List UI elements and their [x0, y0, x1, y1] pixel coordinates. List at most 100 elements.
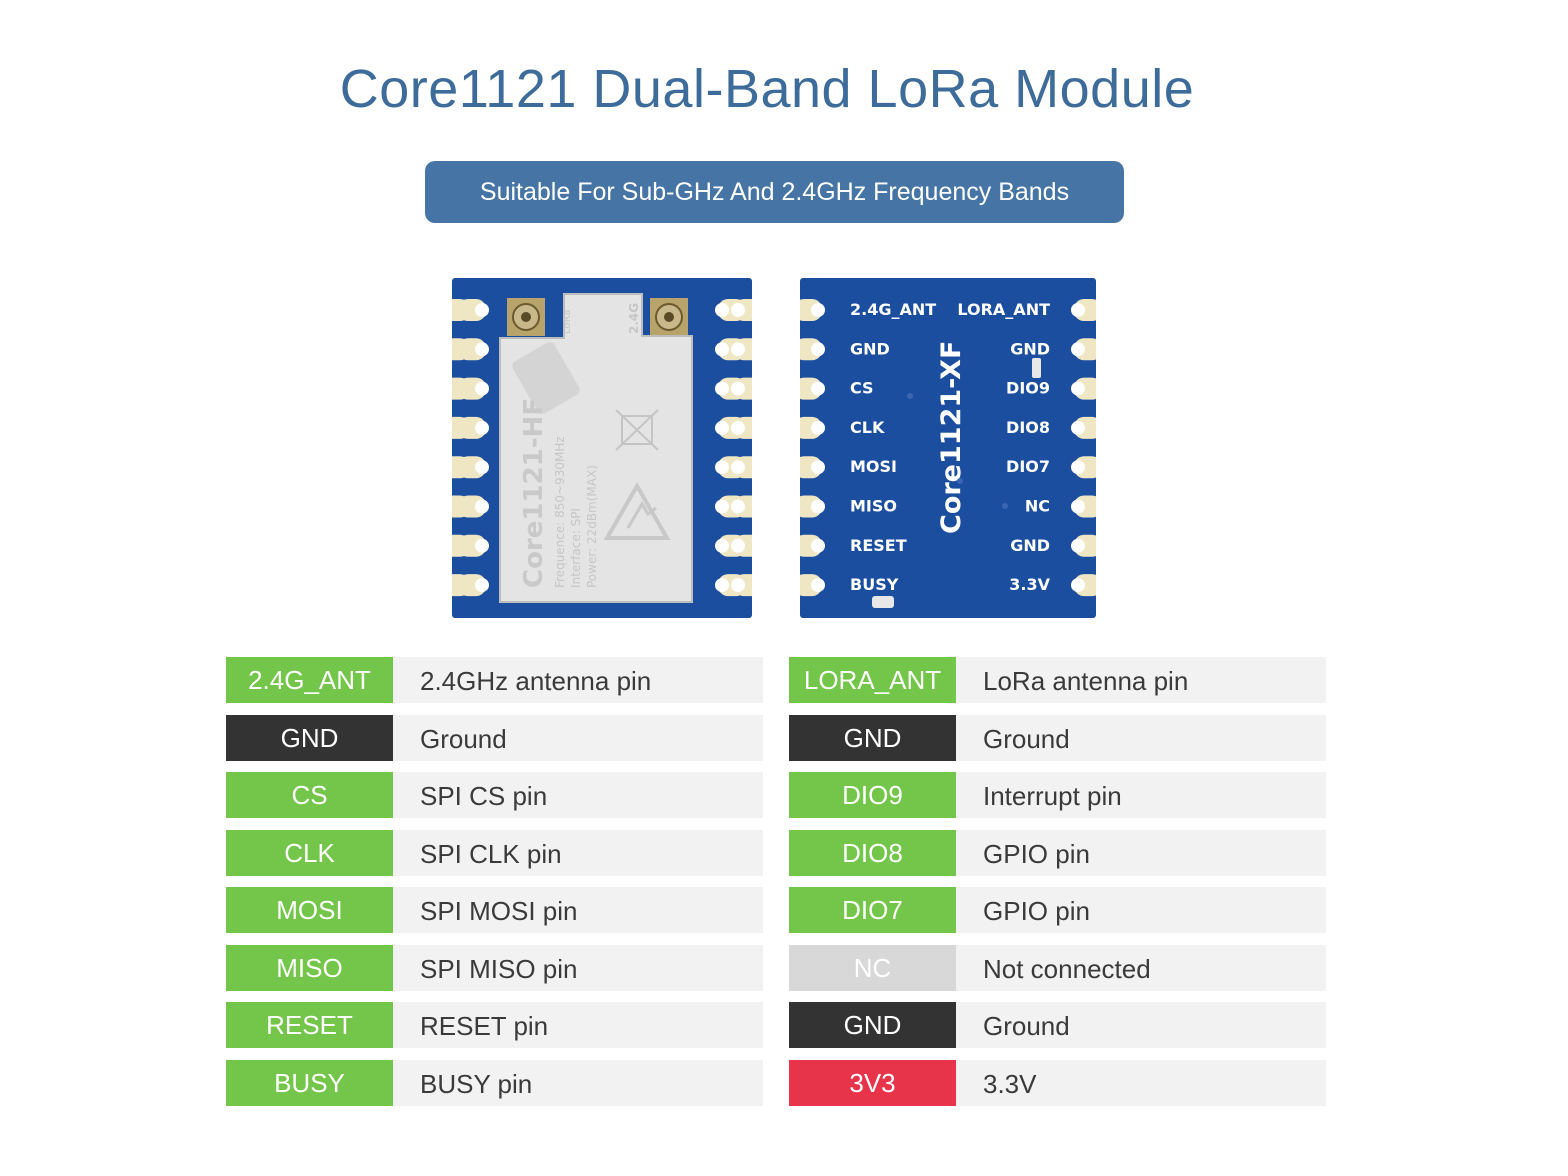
back-pin-label: CLK [850, 418, 885, 437]
antenna-connector-24g [650, 298, 688, 336]
pad-hole [1071, 420, 1085, 435]
pad-hole [475, 538, 489, 553]
pad-hole [1071, 381, 1085, 396]
pad-hole [715, 420, 729, 435]
pad-hole [475, 460, 489, 475]
pad-hole [475, 342, 489, 357]
back-pin-label: GND [1010, 339, 1050, 358]
pin-name-cell: GND [789, 714, 956, 761]
back-smd-pad [1032, 358, 1041, 378]
pad-hole [811, 460, 825, 475]
pin-name-cell: MISO [226, 944, 393, 991]
pad-hole [811, 499, 825, 514]
pad-hole [715, 538, 729, 553]
weee-bin-icon [615, 409, 659, 451]
pad-hole [475, 420, 489, 435]
front-24g-ant-text: 2.4G [627, 303, 641, 334]
pin-name-cell: GND [226, 714, 393, 761]
pad-hole [811, 342, 825, 357]
pad-hole [715, 460, 729, 475]
back-pin-label: CS [850, 379, 874, 398]
pin-name-cell: 2.4G_ANT [226, 657, 393, 703]
back-pin-label: GND [850, 339, 890, 358]
pad-hole [1071, 303, 1085, 317]
pin-description-cell: Ground [393, 714, 763, 761]
pad-hole [731, 538, 745, 553]
page-title: Core1121 Dual-Band LoRa Module [339, 59, 1195, 119]
front-castellated-pads [452, 299, 752, 597]
pin-name-cell: DIO9 [789, 772, 956, 818]
pad-hole [731, 342, 745, 357]
front-interface-text: Interface: SPI [569, 508, 583, 588]
pin-name-cell: LORA_ANT [789, 657, 956, 703]
front-frequency-text: Frequence: 850~930MHz [553, 436, 567, 588]
back-via [907, 393, 913, 399]
pad-hole [715, 381, 729, 396]
pin-name-cell: BUSY [226, 1059, 393, 1106]
pin-description-cell: LoRa antenna pin [956, 657, 1326, 703]
pad-hole [475, 499, 489, 514]
pad-hole [1071, 342, 1085, 357]
brand-logo [512, 342, 580, 414]
pin-name-cell: CLK [226, 829, 393, 876]
pad-hole [475, 381, 489, 396]
back-pin-label: MOSI [850, 457, 897, 476]
pin-description-cell: BUSY pin [393, 1059, 763, 1106]
pad-hole [1071, 460, 1085, 475]
back-pin-label: GND [1010, 536, 1050, 555]
esd-warning-icon [603, 481, 671, 540]
pin-name-cell: NC [789, 944, 956, 991]
pad-hole [811, 303, 825, 317]
back-pin-label: LORA_ANT [957, 300, 1050, 319]
pad-hole [715, 578, 729, 593]
pin-name-cell: CS [226, 772, 393, 818]
pad-hole [731, 420, 745, 435]
module-front-image: Core1121-HF Frequence: 850~930MHz Interf… [452, 278, 752, 618]
pin-name-cell: DIO8 [789, 829, 956, 876]
pad-hole [811, 381, 825, 396]
back-pin-label: DIO9 [1006, 379, 1050, 398]
pin-description-cell: Interrupt pin [956, 772, 1326, 818]
pin-name-cell: DIO7 [789, 887, 956, 933]
pad-hole [731, 578, 745, 593]
pad-hole [731, 381, 745, 396]
back-pin-label: BUSY [850, 575, 899, 594]
back-pin-label: MISO [850, 497, 897, 516]
pin-description-cell: SPI MISO pin [393, 944, 763, 991]
pad-hole [731, 460, 745, 475]
pad-hole [715, 342, 729, 357]
front-model-text: Core1121-HF [519, 398, 549, 588]
pad-hole [715, 303, 729, 317]
back-model-text: Core1121-XF [936, 341, 967, 534]
pad-hole [715, 499, 729, 514]
back-pin-label: DIO8 [1006, 418, 1050, 437]
back-test-pad [872, 596, 894, 608]
pad-hole [475, 303, 489, 317]
pin-description-cell: 3.3V [956, 1059, 1326, 1106]
pad-hole [811, 578, 825, 593]
pad-hole [731, 303, 745, 317]
pin-description-cell: SPI CS pin [393, 772, 763, 818]
pcb-back [800, 278, 1096, 618]
back-via [957, 478, 963, 484]
back-castellated-pads [800, 299, 1096, 597]
pad-hole [1071, 578, 1085, 593]
back-pin-label: NC [1025, 497, 1050, 516]
antenna-connector-lora [507, 298, 545, 336]
pin-name-cell: 3V3 [789, 1059, 956, 1106]
